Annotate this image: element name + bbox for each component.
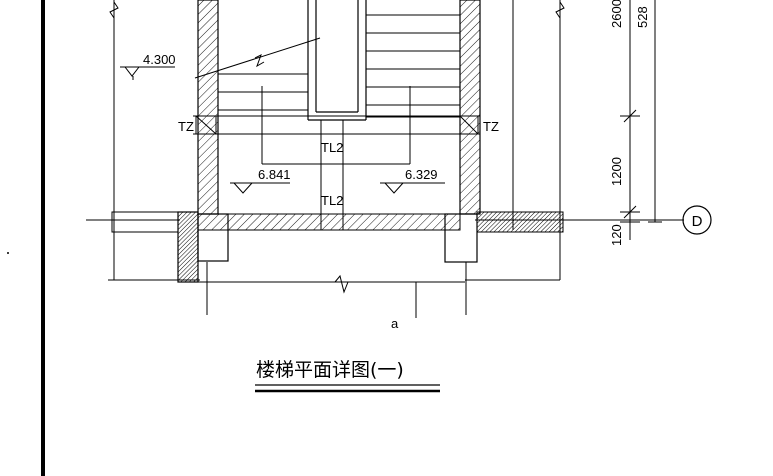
landing-beam (193, 115, 480, 135)
tl2-label-upper: TL2 (321, 140, 343, 155)
stair-treads-right (366, 14, 460, 118)
floor-slab (111, 211, 564, 233)
drawing-title-block: 楼梯平面详图(一) (255, 359, 440, 393)
stair-treads-left (194, 37, 321, 111)
grid-bubble-d: D (682, 205, 712, 235)
elevation-marker-2: 6.841 (230, 167, 291, 194)
left-stair-wall (177, 0, 229, 283)
axis-letter-label: a (391, 316, 399, 331)
dimension-1200: 1200 (609, 157, 624, 186)
drawing-title: 楼梯平面详图(一) (256, 359, 404, 381)
tz-label-left: TZ (178, 119, 194, 134)
tl2-label-lower: TL2 (321, 193, 343, 208)
tz-label-right: TZ (483, 119, 499, 134)
dimension-2600: 2600 (609, 0, 624, 28)
dimension-528: 528 (635, 6, 650, 28)
right-dimension-chain (620, 0, 662, 240)
right-stair-wall (444, 0, 481, 263)
elevation-marker-1: 4.300 (120, 52, 176, 80)
grid-axis-label: D (692, 213, 703, 230)
elevation-label-1: 4.300 (143, 52, 176, 67)
elevation-marker-3: 6.329 (380, 167, 445, 194)
bottom-dimension (198, 262, 467, 318)
stair-well (307, 0, 367, 121)
elevation-label-3: 6.329 (405, 167, 438, 182)
dimension-120: 120 (609, 224, 624, 246)
elevation-label-2: 6.841 (258, 167, 291, 182)
